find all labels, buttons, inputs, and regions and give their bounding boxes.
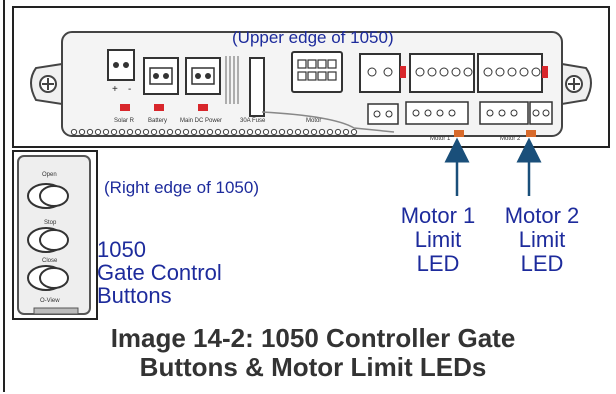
board-pin (158, 128, 166, 136)
motor2-board-label: Motor 2 (500, 136, 521, 142)
gate-buttons-photo: Open Stop Close O-View (12, 150, 98, 320)
close-button-label: Close (42, 258, 58, 264)
motor2-limit-led (526, 130, 536, 137)
motor1-label-line2: Limit (414, 227, 462, 252)
motor1-label-line1: Motor 1 (400, 203, 476, 228)
battery-terminal (143, 57, 179, 95)
motor2-led-label: Motor 2 Limit LED (492, 204, 592, 276)
solar-terminal (107, 49, 135, 81)
oview-button-label: O-View (40, 298, 60, 304)
right-edge-caption: (Right edge of 1050) (104, 178, 259, 197)
board-pin (94, 128, 102, 136)
board-pin (254, 128, 262, 136)
board-pin (118, 128, 126, 136)
board-pin (166, 128, 174, 136)
main-dc-label: Main DC Power (180, 118, 222, 124)
figure-caption-line1: Image 14-2: 1050 Controller Gate (110, 323, 516, 353)
board-pin (334, 128, 342, 136)
board-pin (150, 128, 158, 136)
open-button (27, 183, 69, 209)
gate-buttons-label: 1050 Gate Control Buttons (97, 238, 222, 307)
main-dc-terminal (185, 57, 221, 95)
board-pin (278, 128, 286, 136)
stop-button (27, 227, 69, 253)
board-pin (70, 128, 78, 136)
board-pin (318, 128, 326, 136)
solar-led (120, 104, 130, 111)
board-pin (102, 128, 110, 136)
board-pin (206, 128, 214, 136)
open-button-label: Open (42, 172, 57, 178)
solar-label: Solar R (114, 118, 135, 124)
controller-board-drawing: + - Solar R Battery Main DC Power 30A Fu… (30, 31, 592, 142)
board-pin (286, 128, 294, 136)
motor1-label-line3: LED (416, 251, 460, 276)
board-pin (142, 128, 150, 136)
board-pin (350, 128, 358, 136)
board-pin (214, 128, 222, 136)
figure-frame (3, 0, 611, 392)
gate-buttons-label-line3: Buttons (97, 283, 172, 308)
figure-caption: Image 14-2: 1050 Controller Gate Buttons… (40, 324, 586, 382)
board-pin (230, 128, 238, 136)
board-pin (110, 128, 118, 136)
motor2-label-line2: Limit (518, 227, 566, 252)
board-pin (246, 128, 254, 136)
board-pin-row (70, 128, 358, 136)
gate-buttons-label-line2: Gate Control (97, 260, 222, 285)
board-pin (342, 128, 350, 136)
plus-label: + (112, 84, 118, 95)
board-pin (262, 128, 270, 136)
board-pin (294, 128, 302, 136)
stop-button-label: Stop (44, 220, 57, 226)
gate-buttons-label-line1: 1050 (97, 237, 146, 262)
board-pin (238, 128, 246, 136)
board-pin (270, 128, 278, 136)
motor-label: Motor (306, 118, 321, 124)
board-pin (310, 128, 318, 136)
board-pin (302, 128, 310, 136)
board-pin (134, 128, 142, 136)
battery-label: Battery (148, 118, 167, 124)
fuse-label: 30A Fuse (240, 118, 266, 124)
board-pin (198, 128, 206, 136)
motor1-board-label: Motor 1 (430, 136, 451, 142)
minus-label: - (128, 84, 131, 95)
motor1-led-label: Motor 1 Limit LED (388, 204, 488, 276)
board-pin (190, 128, 198, 136)
gate-buttons-drawing: Open Stop Close O-View (17, 155, 91, 315)
figure-caption-line2: Buttons & Motor Limit LEDs (139, 352, 487, 382)
upper-edge-caption: (Upper edge of 1050) (232, 28, 394, 47)
close-button (27, 265, 69, 291)
board-pin (86, 128, 94, 136)
board-pin (78, 128, 86, 136)
board-pin (174, 128, 182, 136)
controller-board-photo: + - Solar R Battery Main DC Power 30A Fu… (12, 6, 610, 148)
motor2-label-line1: Motor 2 (504, 203, 580, 228)
motor2-label-line3: LED (520, 251, 564, 276)
fuse-slot (249, 57, 265, 117)
motor1-limit-led (454, 130, 464, 137)
battery-led (154, 104, 164, 111)
board-pin (126, 128, 134, 136)
board-pin (182, 128, 190, 136)
board-pin (222, 128, 230, 136)
board-pin (326, 128, 334, 136)
main-dc-led (198, 104, 208, 111)
